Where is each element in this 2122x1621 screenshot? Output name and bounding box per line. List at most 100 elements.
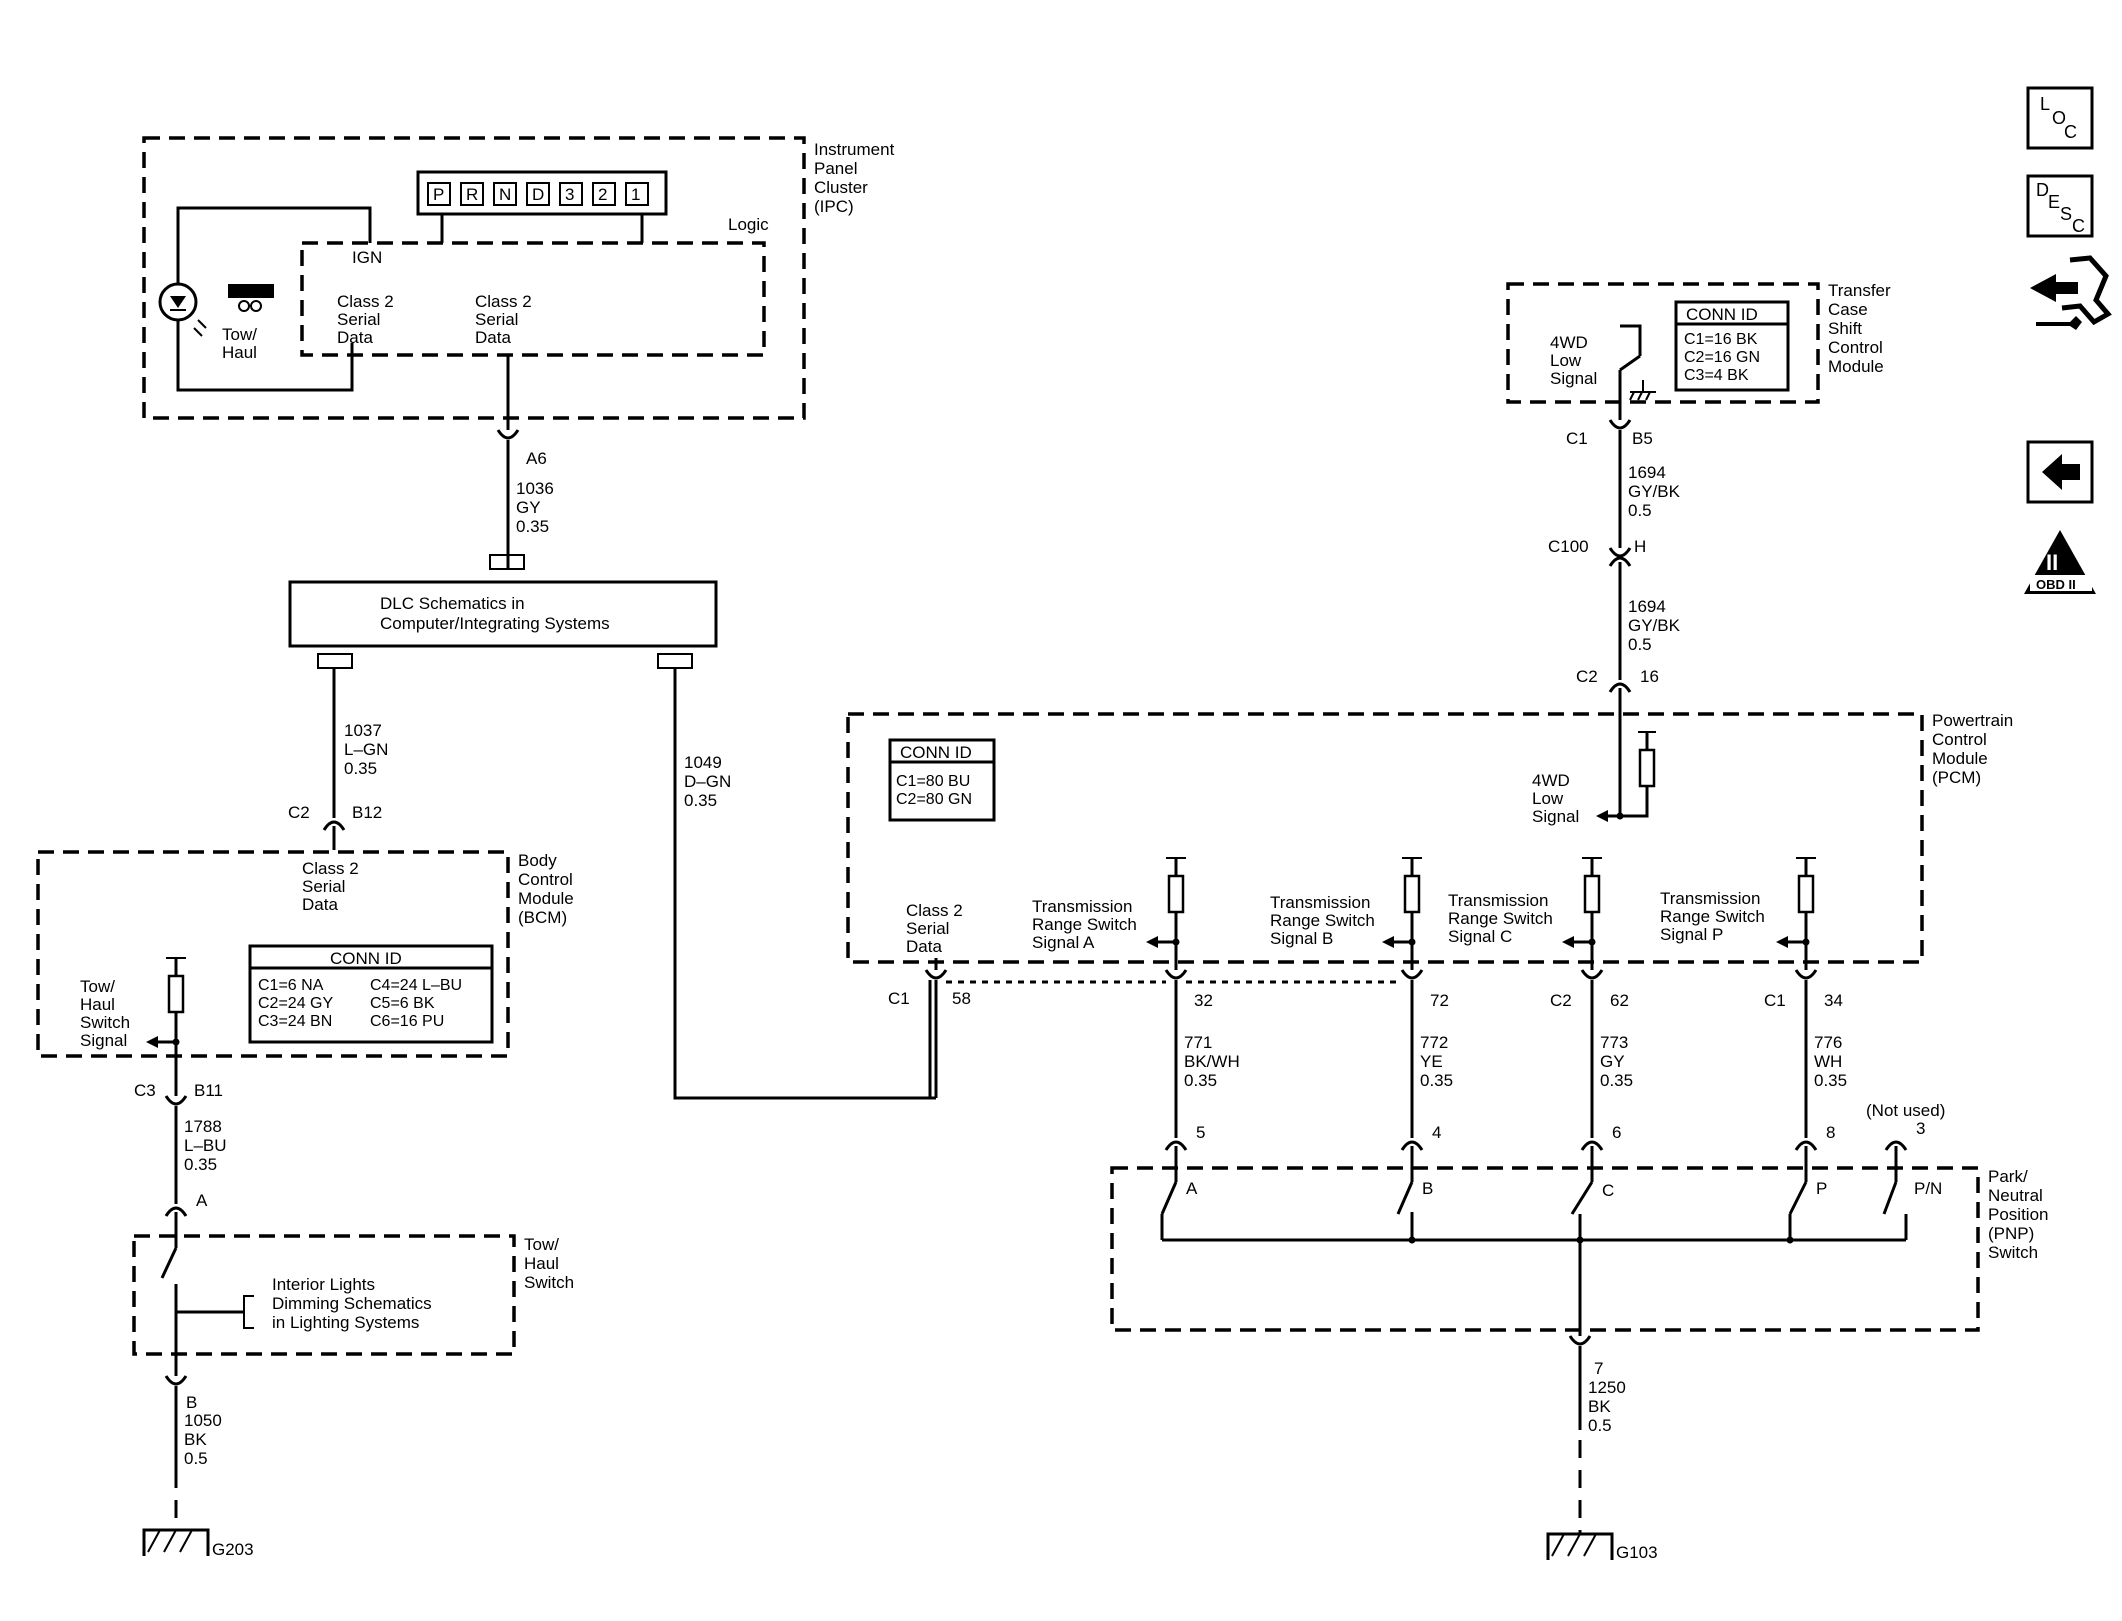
circuit-c-pcm-connector: C2 [1550, 991, 1572, 1010]
wire-1050-circuit: 1050 [184, 1411, 222, 1430]
wire-1788-color: L–BU [184, 1136, 227, 1155]
tcscm-conn-c3: C3=4 BK [1684, 367, 1749, 384]
pnp-contact-p: P [1816, 1179, 1827, 1198]
wire-1694a-circuit: 1694 [1628, 463, 1666, 482]
wire-1250-gauge: 0.5 [1588, 1416, 1612, 1435]
pcm-title-l2: Control [1932, 730, 1987, 749]
circuit-c-pnp-pin: 6 [1612, 1123, 1621, 1142]
prndl-n: N [499, 185, 511, 204]
circuit-p-pcm-pin: 34 [1824, 991, 1843, 1010]
wire-776-color: WH [1814, 1052, 1842, 1071]
interior-lights-l3: in Lighting Systems [272, 1313, 419, 1332]
signal-a-l3: Signal A [1032, 933, 1095, 952]
signal-p-l2: Range Switch [1660, 907, 1765, 926]
pcm-conn-id-title: CONN ID [900, 743, 972, 762]
obd-ii-icon[interactable]: II OBD II [2024, 530, 2096, 594]
circuit-b: 72 772 YE 0.35 4 [1400, 969, 1453, 1151]
pnp-title-l5: Switch [1988, 1243, 2038, 1262]
circuit-a-pcm-pin: 32 [1194, 991, 1213, 1010]
bcm-class2-l1: Class 2 [302, 859, 359, 878]
prndl-1: 1 [631, 185, 640, 204]
circuit-p-pcm-connector: C1 [1764, 991, 1786, 1010]
ground-icon [1629, 380, 1656, 401]
tcscm-title-l1: Transfer [1828, 281, 1891, 300]
ipc-logic-label: Logic [728, 215, 769, 234]
tcscm-conn-c1: C1=16 BK [1684, 331, 1758, 348]
obd-label: OBD II [2036, 577, 2076, 592]
pcm-conn-c1: C1=80 BU [896, 773, 970, 790]
tow-haul-indicator-icon [228, 284, 274, 312]
desc-button[interactable]: D E S C [2026, 174, 2094, 238]
wire-1036-circuit: 1036 [516, 479, 554, 498]
bcm-tow-signal-l3: Switch [80, 1013, 130, 1032]
wire-1050-color: BK [184, 1430, 207, 1449]
pnp-title-l4: (PNP) [1988, 1224, 2034, 1243]
bcm-conn-id-title: CONN ID [330, 949, 402, 968]
pcm-class2-l3: Data [906, 937, 942, 956]
tcscm-signal-l2: Low [1550, 351, 1582, 370]
loc-button[interactable]: L O C [2026, 86, 2094, 150]
prndl-p: P [433, 185, 444, 204]
back-button[interactable] [2026, 440, 2094, 504]
signal-c-l1: Transmission [1448, 891, 1548, 910]
connector-wrench-icon[interactable] [2030, 255, 2112, 330]
desc-letter-e: E [2048, 192, 2060, 212]
pcm-pin-16: 16 [1640, 667, 1659, 686]
dlc-text-line2: Computer/Integrating Systems [380, 614, 610, 633]
wire-773-circuit: 773 [1600, 1033, 1628, 1052]
wire-1049-color: D–GN [684, 772, 731, 791]
circuit-c-pcm-pin: 62 [1610, 991, 1629, 1010]
bcm-conn-c2: C2=24 GY [258, 995, 333, 1012]
ground-icon [142, 1528, 210, 1556]
back-arrow-icon [2042, 454, 2080, 490]
prndl-r: R [466, 185, 478, 204]
tcscm-title-l2: Case [1828, 300, 1868, 319]
wire-771-color: BK/WH [1184, 1052, 1240, 1071]
pcm-4wd-signal-l1: 4WD [1532, 771, 1570, 790]
tow-haul-switch: Tow/ Haul Switch Interior Lights Dimming… [132, 1224, 574, 1376]
wire-1250-color: BK [1588, 1397, 1611, 1416]
ipc-title-line3: Cluster [814, 178, 868, 197]
signal-b-l2: Range Switch [1270, 911, 1375, 930]
wire-776-circuit: 776 [1814, 1033, 1842, 1052]
signal-p-l3: Signal P [1660, 925, 1723, 944]
range-signal-c: Transmission Range Switch Signal C [1448, 857, 1602, 970]
tcscm-title-l5: Module [1828, 357, 1884, 376]
wire-1250-circuit: 1250 [1588, 1378, 1626, 1397]
bcm-class2-l2: Serial [302, 877, 345, 896]
pnp-contact-c: C [1602, 1181, 1614, 1200]
circuit-b-pcm-pin: 72 [1430, 991, 1449, 1010]
pcm-class2-l2: Serial [906, 919, 949, 938]
tcscm-conn-c2: C2=16 GN [1684, 349, 1760, 366]
prndl-d: D [532, 185, 544, 204]
dlc-reference-box[interactable]: DLC Schematics in Computer/Integrating S… [288, 580, 718, 648]
wire-1036-gauge: 0.35 [516, 517, 549, 536]
pnp-title-l3: Position [1988, 1205, 2048, 1224]
tcscm-conn-id-title: CONN ID [1686, 305, 1758, 324]
pcm-conn-c2: C2=80 GN [896, 791, 972, 808]
wire-1037-circuit: 1037 [344, 721, 382, 740]
circuit-p-pnp-pin: 8 [1826, 1123, 1835, 1142]
pnp-contact-b: B [1422, 1179, 1433, 1198]
wire-1037-gauge: 0.35 [344, 759, 377, 778]
ipc-module: Instrument Panel Cluster (IPC) P R N D 3… [142, 136, 895, 420]
wire-772-circuit: 772 [1420, 1033, 1448, 1052]
bcm-tow-signal-l2: Haul [80, 995, 115, 1014]
tow-switch-title-l3: Switch [524, 1273, 574, 1292]
wire-1788-gauge: 0.35 [184, 1155, 217, 1174]
bcm-connector-c2: C2 [288, 803, 310, 822]
bcm-title-line2: Control [518, 870, 573, 889]
wire-1694b-circuit: 1694 [1628, 597, 1666, 616]
bcm-conn-c4: C4=24 L–BU [370, 977, 462, 994]
ipc-class2-left-l2: Serial [337, 310, 380, 329]
pcm-module: Powertrain Control Module (PCM) CONN ID … [846, 688, 2013, 970]
tcscm-pin-b5: B5 [1632, 429, 1653, 448]
pcm-4wd-signal-l3: Signal [1532, 807, 1579, 826]
bcm-conn-c1: C1=6 NA [258, 977, 324, 994]
wire-1036-color: GY [516, 498, 541, 517]
tow-haul-led-icon [158, 282, 207, 337]
ipc-connector-a6: A6 [526, 449, 547, 468]
tow-switch-pin-a: A [196, 1191, 208, 1210]
pnp-contact-a: A [1186, 1179, 1198, 1198]
wire-1050-gauge: 0.5 [184, 1449, 208, 1468]
